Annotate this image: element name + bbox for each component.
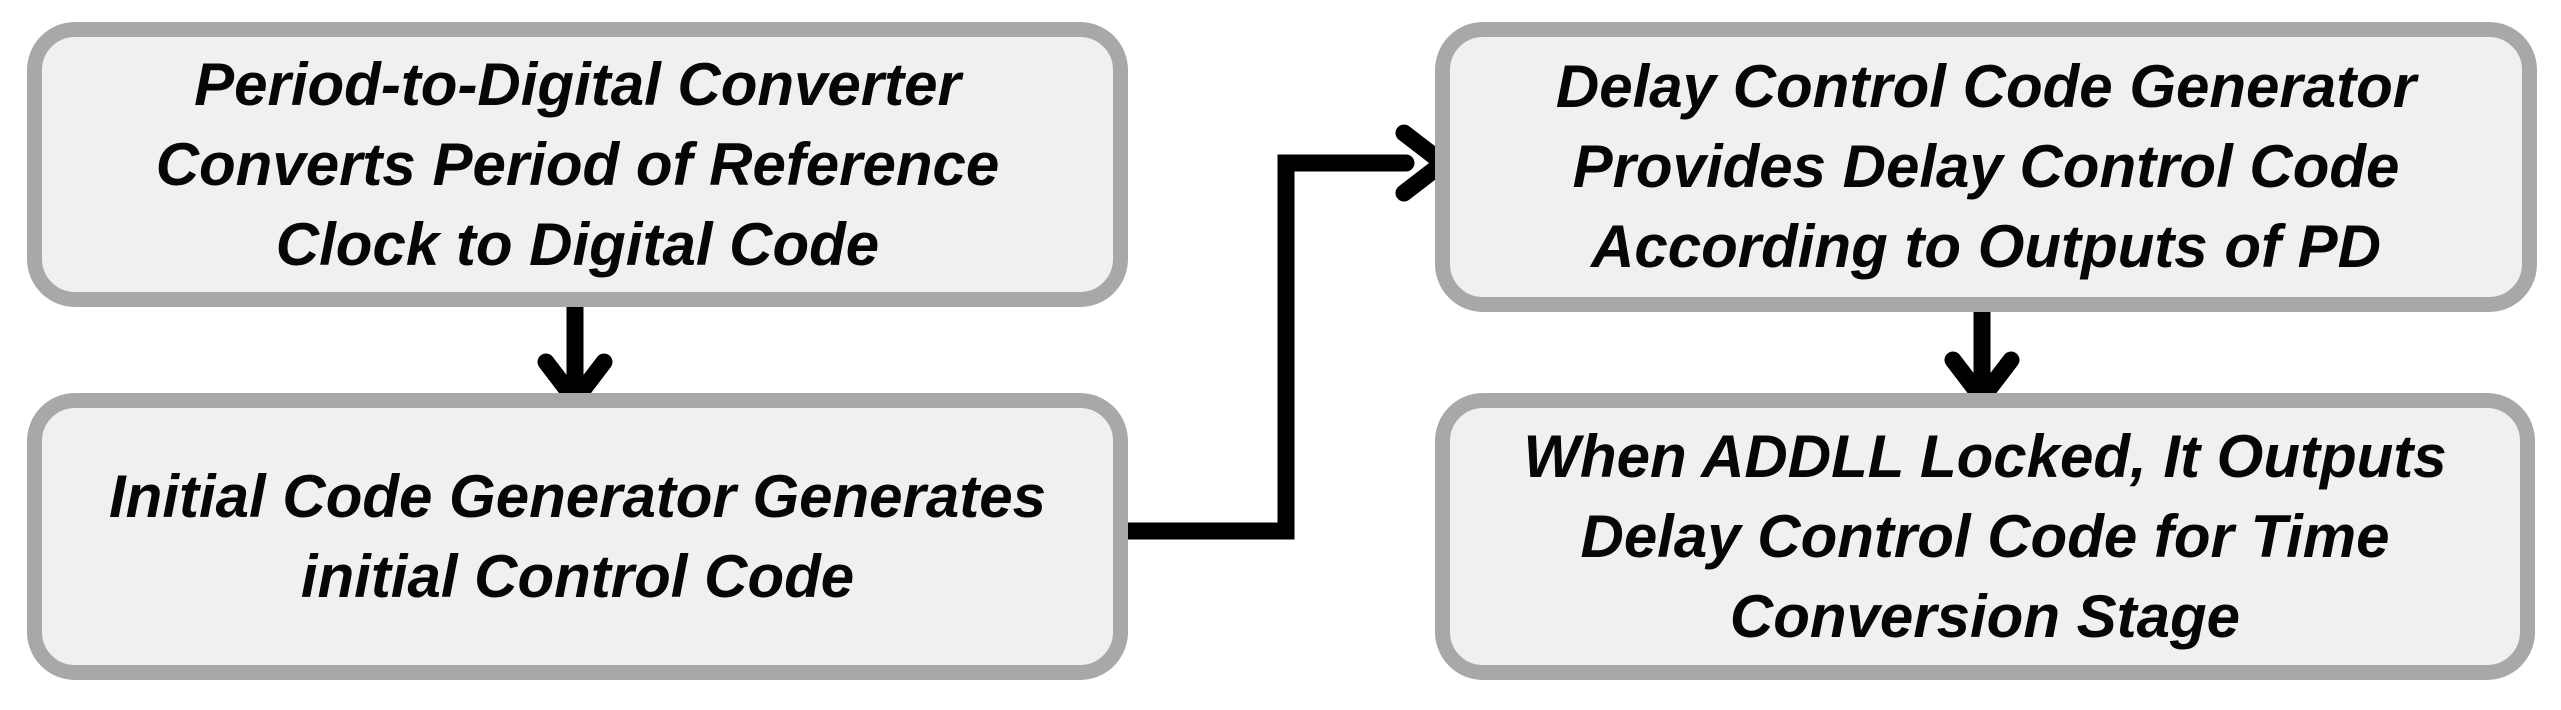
box-delay-control-code-generator-text: Delay Control Code Generator Provides De… — [1555, 53, 2417, 280]
box-initial-code-generator: Initial Code Generator Generates initial… — [27, 393, 1128, 680]
box-addll-locked-output-text: When ADDLL Locked, It Outputs Delay Cont… — [1523, 422, 2447, 650]
box-initial-code-generator-text: Initial Code Generator Generates initial… — [109, 462, 1046, 610]
box-period-to-digital-converter: Period-to-Digital Converter Converts Per… — [27, 22, 1128, 307]
elbow-arrow-initial-to-dccg — [1111, 124, 1452, 540]
box-addll-locked-output: When ADDLL Locked, It Outputs Delay Cont… — [1435, 393, 2535, 680]
elbow-arrow-shaft — [1111, 154, 1415, 540]
down-arrow-dccg-to-locked — [1944, 289, 2020, 407]
box-delay-control-code-generator: Delay Control Code Generator Provides De… — [1435, 22, 2537, 312]
box-period-to-digital-converter-text: Period-to-Digital Converter Converts Per… — [155, 50, 1000, 278]
down-arrow-pdc-to-initial — [537, 286, 613, 409]
